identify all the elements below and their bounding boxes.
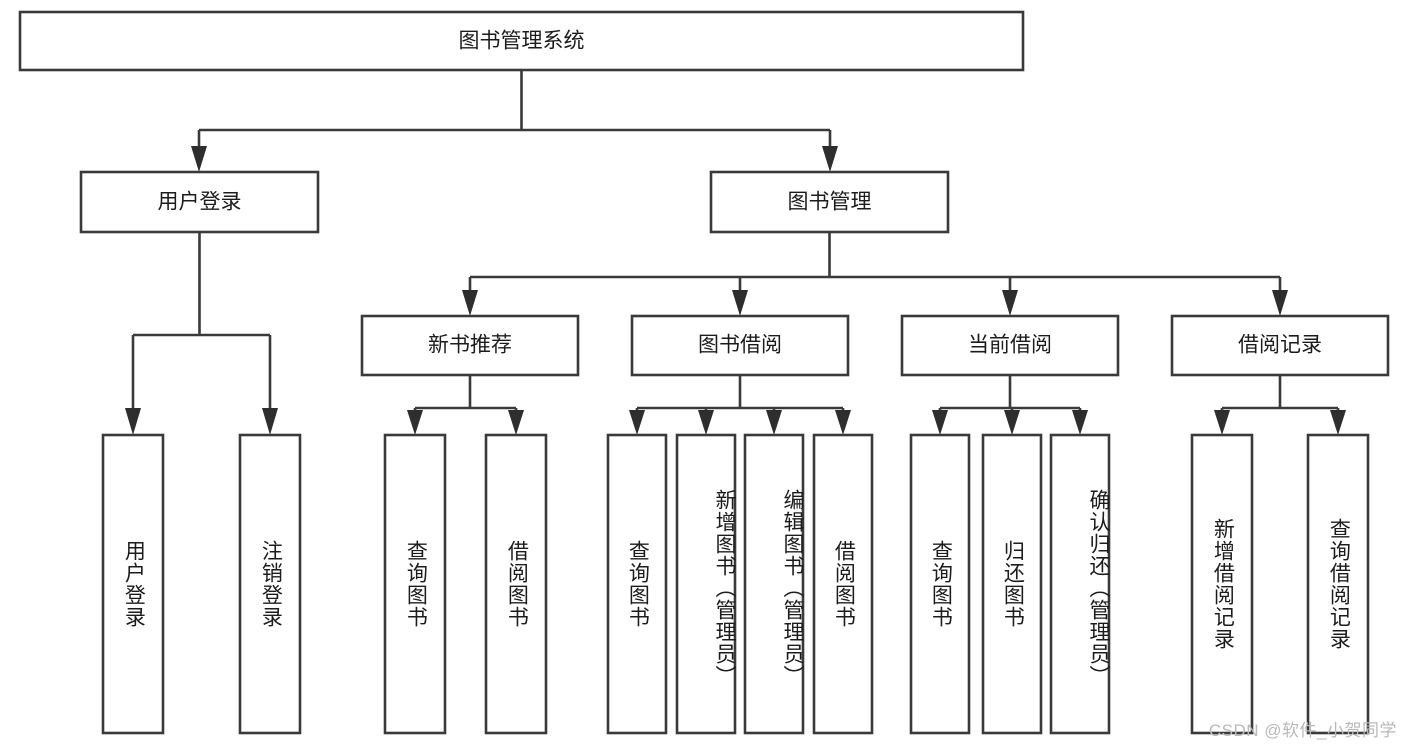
- arrow-head-icon: [1272, 290, 1288, 316]
- leaf-box-add-borrow-record[interactable]: [1190, 433, 1254, 735]
- leaf-boxes: [101, 433, 1370, 735]
- node-borrow-record-label: 借阅记录: [1238, 334, 1322, 357]
- arrow-head-icon: [125, 408, 141, 435]
- node-root[interactable]: 图书管理系统: [18, 10, 1025, 72]
- arrow-head-icon: [1002, 290, 1018, 316]
- connector-root-to-level2: [191, 70, 838, 172]
- node-current-borrow-box[interactable]: [900, 314, 1120, 377]
- connector-book-management-to-level3: [462, 232, 1288, 316]
- leaf-box-return-book[interactable]: [981, 433, 1043, 735]
- arrow-head-icon: [822, 146, 838, 172]
- node-book-management-label: 图书管理: [788, 191, 872, 214]
- node-book-borrow[interactable]: 图书借阅: [630, 314, 850, 377]
- node-user-login-label: 用户登录: [158, 191, 242, 214]
- arrow-head-icon: [191, 146, 207, 172]
- node-new-book-recommend-box[interactable]: [360, 314, 580, 377]
- leaf-box-query-book-current[interactable]: [909, 433, 971, 735]
- connector-borrow-record-to-leaves: [1214, 375, 1346, 435]
- arrow-head-icon: [932, 410, 948, 435]
- arrow-head-icon: [407, 410, 423, 435]
- arrow-head-icon: [766, 410, 782, 435]
- node-borrow-record[interactable]: 借阅记录: [1170, 314, 1390, 377]
- arrow-head-icon: [698, 410, 714, 435]
- node-user-login[interactable]: 用户登录: [79, 170, 320, 234]
- leaf-box-query-book-recommend[interactable]: [383, 433, 447, 735]
- arrow-head-icon: [462, 290, 478, 316]
- node-current-borrow-label: 当前借阅: [968, 334, 1052, 357]
- arrow-head-icon: [1330, 410, 1346, 435]
- watermark-text: CSDN @软件_小贺同学: [1208, 721, 1397, 740]
- node-book-borrow-label: 图书借阅: [698, 334, 782, 357]
- connector-user-login-to-leaves: [125, 232, 278, 435]
- connector-book-borrow-to-leaves: [629, 375, 851, 435]
- leaf-box-borrow-book-recommend[interactable]: [484, 433, 548, 735]
- node-current-borrow[interactable]: 当前借阅: [900, 314, 1120, 377]
- arrow-head-icon: [1004, 410, 1020, 435]
- leaf-box-logout[interactable]: [238, 433, 302, 735]
- connector-current-borrow-to-leaves: [932, 375, 1088, 435]
- leaf-box-query-book-borrow[interactable]: [606, 433, 668, 735]
- node-root-box[interactable]: [18, 10, 1025, 72]
- leaf-box-query-borrow-record[interactable]: [1306, 433, 1370, 735]
- leaf-box-confirm-return-admin[interactable]: [1049, 433, 1111, 735]
- arrow-head-icon: [262, 408, 278, 435]
- arrow-head-icon: [835, 410, 851, 435]
- leaf-box-borrow-book[interactable]: [812, 433, 874, 735]
- node-root-label: 图书管理系统: [459, 30, 585, 53]
- node-new-book-recommend[interactable]: 新书推荐: [360, 314, 580, 377]
- node-user-login-box[interactable]: [79, 170, 320, 234]
- node-new-book-recommend-label: 新书推荐: [428, 334, 512, 357]
- arrow-head-icon: [1214, 410, 1230, 435]
- arrow-head-icon: [1072, 410, 1088, 435]
- node-book-management[interactable]: 图书管理: [709, 170, 950, 234]
- arrow-head-icon: [732, 290, 748, 316]
- leaf-box-add-book-admin[interactable]: [675, 433, 737, 735]
- arrow-head-icon: [629, 410, 645, 435]
- leaf-box-edit-book-admin[interactable]: [743, 433, 805, 735]
- leaf-box-user-login[interactable]: [101, 433, 165, 735]
- connector-new-book-recommend-to-leaves: [407, 375, 524, 435]
- arrow-head-icon: [508, 410, 524, 435]
